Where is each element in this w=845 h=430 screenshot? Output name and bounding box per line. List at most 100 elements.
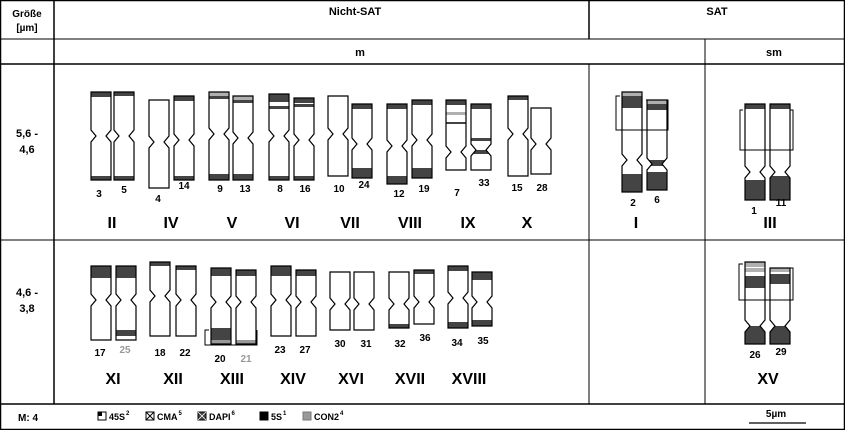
- chromosome-band: [446, 100, 466, 105]
- chromosome-29: [770, 268, 790, 344]
- sm-header: sm: [766, 47, 782, 59]
- chromosome-33: [471, 104, 491, 170]
- non-sat-header: Nicht-SAT: [329, 6, 382, 18]
- chromosome-number: 10: [333, 184, 345, 195]
- chromosome-22: [176, 266, 196, 336]
- chromosome-band: [472, 272, 492, 280]
- row2-size-bottom: 3,8: [19, 303, 34, 315]
- chromosome-band: [294, 104, 314, 107]
- chromosome-band: [387, 176, 407, 184]
- chromosome-20: [211, 268, 231, 344]
- chromosome-number: 29: [775, 347, 787, 358]
- chromosome-number: 1: [751, 206, 757, 217]
- chromosome-number: 30: [334, 339, 346, 350]
- chromosome-band: [471, 104, 491, 109]
- row1-size-top: 5,6 -: [16, 128, 38, 140]
- chromosome-band: [770, 176, 790, 200]
- chromosome-band: [269, 94, 289, 102]
- legend-superscript: 6: [232, 411, 236, 417]
- legend-superscript: 2: [126, 411, 130, 417]
- chromosome-number: 15: [511, 183, 523, 194]
- chromosome-band: [745, 180, 765, 200]
- chromosome-band: [352, 104, 372, 109]
- m-count-label: M: 4: [18, 413, 38, 424]
- chromosome-number: 36: [419, 333, 431, 344]
- chromosome-band: [233, 174, 253, 180]
- chromosome-number: 32: [394, 339, 406, 350]
- chromosome-number: 20: [214, 354, 226, 365]
- chromosome-28: [531, 108, 551, 174]
- chromosome-1: [745, 104, 765, 200]
- chromosome-24: [352, 104, 372, 178]
- chromosome-band: [622, 96, 642, 108]
- chromosome-number: 9: [217, 184, 223, 195]
- chromosome-36: [414, 270, 434, 324]
- chromosome-group-label: XVII: [395, 371, 425, 388]
- chromosome-21: [236, 270, 256, 344]
- chromosome-32: [389, 272, 409, 328]
- chromosome-group-label: XI: [105, 371, 120, 388]
- chromosome-19: [412, 100, 432, 178]
- chromosome-band: [745, 268, 765, 272]
- chromosome-band: [647, 172, 667, 190]
- chromosome-number: 27: [299, 345, 311, 356]
- chromosome-number: 8: [277, 184, 283, 195]
- chromosome-number: 18: [154, 348, 166, 359]
- chromosome-band: [446, 112, 466, 115]
- chromosome-group-label: IV: [163, 215, 178, 232]
- chromosome-number: 6: [654, 195, 660, 206]
- chromosome-number: 5: [121, 185, 127, 196]
- chromosome-2: [622, 92, 642, 192]
- chromosome-number: 35: [477, 336, 489, 347]
- chromosome-number: 11: [776, 198, 787, 209]
- chromosome-number: 7: [454, 188, 460, 199]
- chromosome-number: 21: [240, 354, 252, 365]
- chromosome-group-label: VI: [284, 215, 299, 232]
- chromosome-group-label: XVI: [338, 371, 364, 388]
- chromosome-group-label: XV: [757, 371, 779, 388]
- chromosome-7: [446, 100, 466, 170]
- chromosome-number: 31: [360, 339, 372, 350]
- chromosome-8: [269, 94, 289, 180]
- chromosome-6: [647, 100, 667, 190]
- chromosome-12: [387, 104, 407, 184]
- chromosome-23: [271, 266, 291, 336]
- chromosome-band: [387, 104, 407, 109]
- legend-superscript: 4: [340, 411, 344, 417]
- chromosome-17: [91, 266, 111, 340]
- chromosome-18: [150, 262, 170, 336]
- chromosome-band: [412, 100, 432, 105]
- chromosome-group-label: IX: [460, 215, 475, 232]
- row2-size-top: 4,6 -: [16, 287, 38, 299]
- chromosome-band: [209, 174, 229, 180]
- chromosome-number: 33: [478, 178, 490, 189]
- chromosome-band: [446, 122, 466, 124]
- chromosome-band: [91, 266, 111, 278]
- chromosome-number: 23: [274, 345, 286, 356]
- chromosome-band: [271, 266, 291, 276]
- chromosome-band: [770, 274, 790, 284]
- chromosome-number: 3: [96, 189, 102, 200]
- chromosome-number: 17: [94, 348, 106, 359]
- chromosome-band: [116, 330, 136, 336]
- chromosome-number: 24: [358, 180, 370, 191]
- chromosome-group-label: XIII: [220, 371, 244, 388]
- chromosome-group-label: XII: [163, 371, 183, 388]
- chromosome-30: [330, 272, 350, 330]
- legend-label: CMA: [157, 412, 178, 422]
- chromosome-15: [508, 96, 528, 176]
- chromosome-number: 4: [155, 194, 161, 205]
- chromosome-number: 16: [299, 184, 311, 195]
- chromosome-10: [328, 96, 348, 176]
- size-header-line1: Größe: [12, 9, 42, 20]
- chromosome-band: [622, 174, 642, 192]
- chromosome-3: [91, 92, 111, 180]
- chromosome-band: [233, 100, 253, 103]
- chromosome-number: 12: [393, 189, 405, 200]
- chromosome-band: [236, 270, 256, 276]
- legend-label: 5S: [271, 412, 282, 422]
